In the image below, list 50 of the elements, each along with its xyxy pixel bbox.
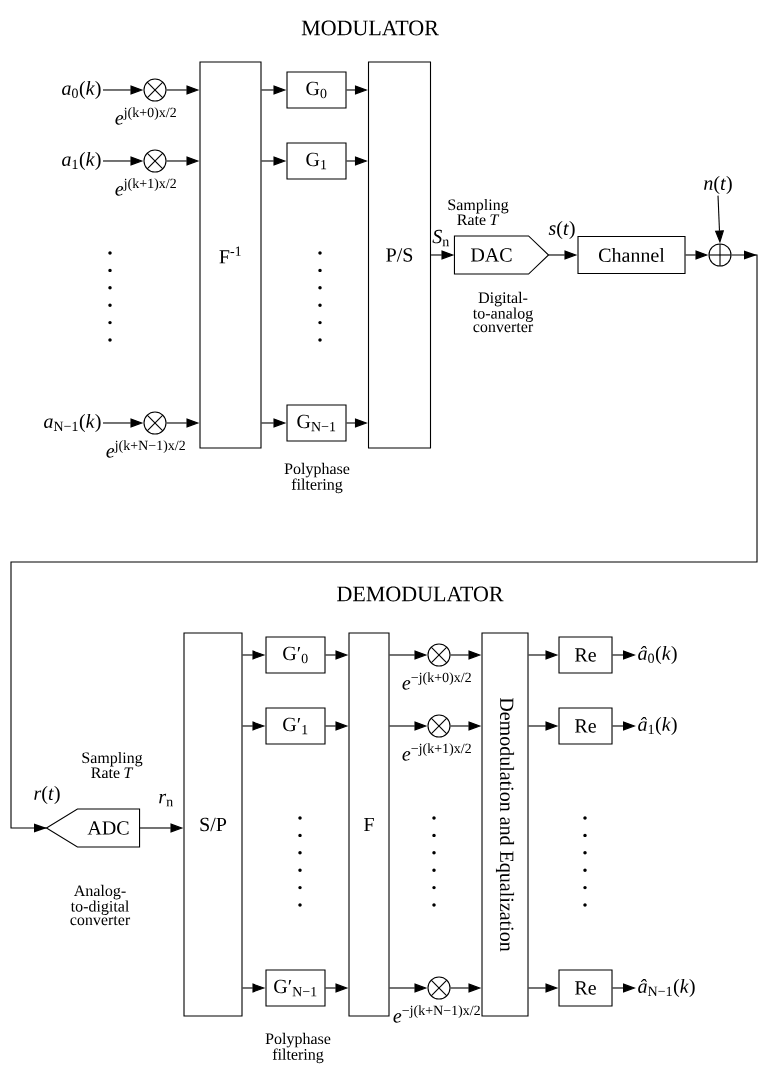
exponential-label: e$^{−j(k+1)x/2}$ (402, 743, 471, 761)
output-label: â$_{N−1}$(k) (638, 978, 695, 998)
signal-label: a$_{1}$(k) (62, 151, 101, 171)
multiplier-symbol (427, 643, 451, 667)
edge-label: s(t) (547, 219, 577, 241)
signal-label: a$_{0}$(k) (62, 80, 101, 100)
filter-box: G′$_{0}$ (265, 636, 326, 674)
real-part-box: Re (558, 707, 613, 745)
converter-block: ADC (45, 808, 141, 848)
output-label: â$_{1}$(k) (638, 716, 677, 736)
converter-block: S/P (183, 632, 243, 1017)
multiplier-symbol (143, 411, 167, 435)
output-label: â$_{0}$(k) (638, 645, 677, 665)
section-title: MODULATOR (301, 20, 439, 36)
channel-box: Channel (577, 235, 686, 275)
exponential-label: e$^{j(k+1)x/2}$ (115, 178, 176, 196)
section-caption: Polyphase filtering (284, 462, 350, 494)
exponential-label: e$^{−j(k+0)x/2}$ (402, 672, 471, 690)
converter-caption: Analog-to-digital converter (70, 884, 131, 926)
edge-label: r$_{n}$ (157, 792, 175, 808)
converter-block: P/S (367, 61, 432, 449)
converter-caption: Digital-to-analog converter (472, 291, 534, 333)
filter-box: G′$_{N−1}$ (265, 969, 326, 1007)
equalizer-block: Demodulation and Equalization (481, 632, 529, 1017)
signal-label: a$_{N−1}$(k) (44, 413, 101, 433)
exponential-label: e$^{j(k+0)x/2}$ (115, 107, 176, 125)
filter-box: G$_{1}$ (286, 142, 347, 180)
filter-box: G′$_{1}$ (265, 707, 326, 745)
section-title: DEMODULATOR (337, 586, 504, 602)
filter-box: G$_{0}$ (286, 71, 347, 109)
converter-block: DAC (453, 235, 550, 275)
transform-block: F$^{-1}$ (199, 61, 262, 449)
real-part-box: Re (558, 636, 613, 674)
sampling-rate-label: Sampling Rate T (82, 751, 143, 779)
section-caption: Polyphase filtering (265, 1032, 331, 1064)
exponential-label: e$^{j(k+N−1)x/2}$ (106, 440, 185, 458)
signal-label: n(t) (704, 175, 732, 195)
filter-box: G$_{N−1}$ (286, 404, 347, 442)
edge-label: r(t) (32, 784, 62, 806)
sampling-rate-label: Sampling Rate T (448, 198, 509, 226)
real-part-box: Re (558, 969, 613, 1007)
multiplier-symbol (143, 78, 167, 102)
edge-label: S$_{n}$ (431, 228, 451, 248)
adder-symbol (708, 243, 732, 267)
multiplier-symbol (143, 149, 167, 173)
exponential-label: e$^{−j(k+N−1)x/2}$ (393, 1005, 480, 1023)
arrow (10, 250, 758, 833)
multiplier-symbol (427, 976, 451, 1000)
multiplier-symbol (427, 714, 451, 738)
transform-block: F (348, 632, 390, 1017)
